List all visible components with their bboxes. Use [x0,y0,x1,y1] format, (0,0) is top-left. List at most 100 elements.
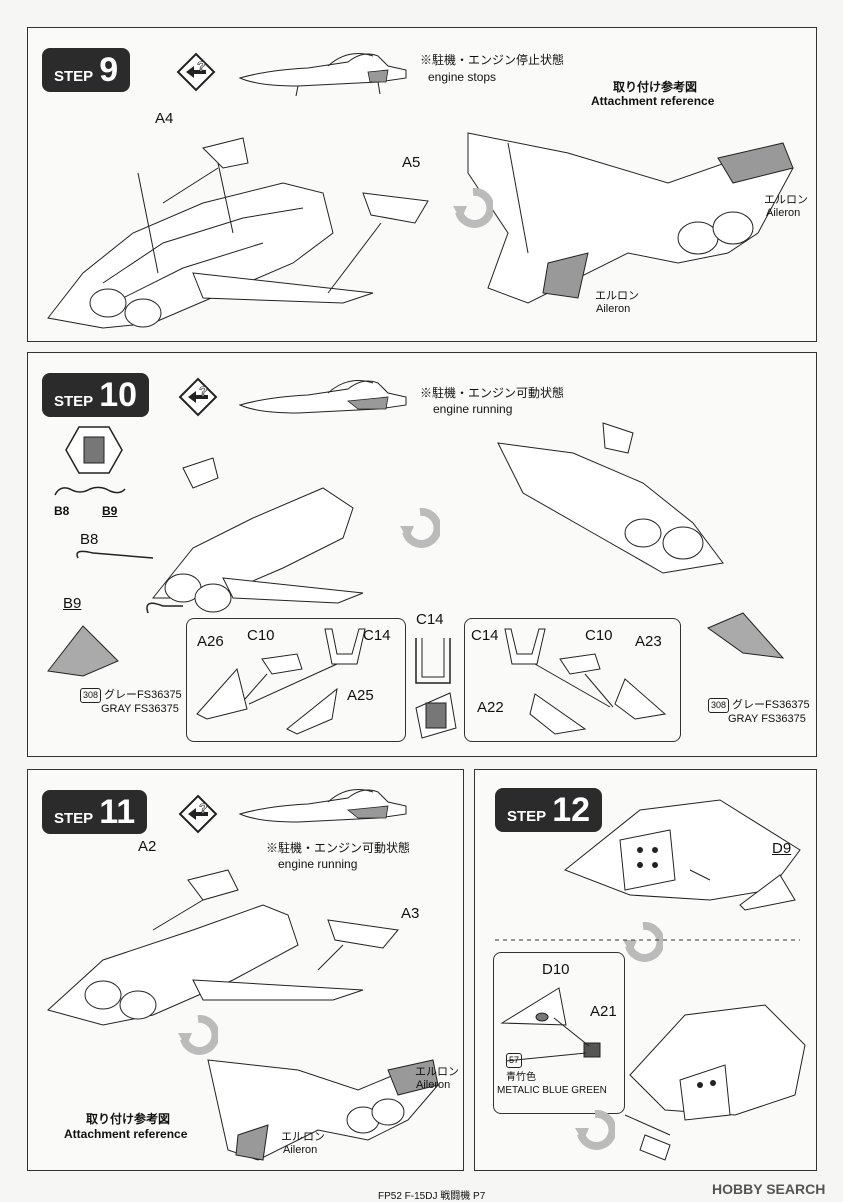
step-number: 11 [99,793,136,831]
step-11-panel: STEP 11 ? ※駐機・エンジン可動状態 engine running A2… [27,769,464,1171]
b8-b9-parts-illustration [54,486,126,496]
step-11-note-en: engine running [278,857,358,871]
step-9-badge: STEP 9 [42,48,131,92]
step-number: 12 [552,791,591,829]
part-c10-right-label: C10 [585,627,613,644]
part-c14-label: C14 [363,627,391,644]
help-hint-icon: ? [178,377,218,417]
part-c14-center-label: C14 [416,611,444,628]
nose-gear-bay-illustration [564,799,801,901]
aircraft-right-view-illustration [497,422,724,574]
step-10-badge: STEP 10 [42,373,150,417]
paint-blue-badge: 57 [506,1053,525,1068]
aileron-en-left: Aileron [283,1144,318,1156]
step-number: 9 [99,51,119,89]
part-a3-label: A3 [401,905,420,922]
svg-text:?: ? [199,383,208,399]
step-11-badge: STEP 11 [42,790,148,834]
jet-side-view-illustration [238,380,407,414]
svg-text:?: ? [197,58,206,74]
detail-inset-left: A26 C10 C14 A25 [186,618,406,742]
aircraft-rear-illustration [46,869,399,1026]
part-a23-label: A23 [635,633,662,650]
d10-part-illustration [500,987,601,1062]
rotate-view-icon [453,188,493,228]
paint-blue-jp: 青竹色 [506,1072,536,1083]
rotate-view-icon [178,1015,218,1055]
exhaust-part-right-illustration [706,612,785,659]
help-hint-icon: ? [176,52,216,92]
part-b9-label: B9 [63,595,82,612]
page-footer: FP52 F-15DJ 戦闘機 P7 [378,1191,486,1202]
jet-side-view-illustration [238,789,407,823]
aileron-jp-left: エルロン [281,1131,325,1143]
part-b9-small: B9 [102,504,118,518]
paint-code-badge: 308 [708,698,730,713]
help-hint-icon: ? [178,794,218,834]
jet-side-view-illustration [238,53,407,97]
step-label: STEP [54,393,94,410]
part-b8-label: B8 [80,531,99,548]
step-label: STEP [507,808,547,825]
part-a2-label: A2 [138,838,157,855]
step-12-badge: STEP 12 [495,788,603,832]
attach-ref-jp: 取り付け参考図 [86,1112,171,1126]
step-9-note-en: engine stops [428,70,497,84]
attachment-reference-illustration [207,1059,439,1161]
cockpit-illustration [624,1004,806,1161]
d10-detail-inset: D10 A21 57 青竹色 METALIC BLUE GREEN [493,952,625,1114]
part-d10-label: D10 [542,961,570,978]
step-10-note-jp: ※駐機・エンジン可動状態 [420,386,565,400]
part-a26-label: A26 [197,633,224,650]
rotate-view-icon [575,1110,615,1150]
aileron-en-right: Aileron [416,1079,451,1091]
dashed-divider [495,939,800,941]
step-12-panel: STEP 12 D9 D10 A21 57 青竹色 METALIC BLUE G… [474,769,817,1171]
c14-detail-illustration [415,638,457,739]
step-9-panel: STEP 9 ? ※駐機・エンジン停止状態 engine stops 取り付け参… [27,27,817,342]
aileron-en-right: Aileron [766,207,801,219]
aileron-jp-right: エルロン [764,194,808,206]
part-c14-right-label: C14 [471,627,499,644]
attach-ref-jp: 取り付け参考図 [613,80,698,94]
attachment-reference-illustration [467,132,794,304]
step-9-note-jp: ※駐機・エンジン停止状態 [420,53,565,67]
step-11-note-jp: ※駐機・エンジン可動状態 [266,841,411,855]
step-label: STEP [54,68,94,85]
aileron-jp-right: エルロン [415,1066,459,1078]
hobby-search-watermark: HOBBY SEARCH [712,1181,826,1197]
d9-part-illustration [739,874,796,911]
svg-text:?: ? [199,800,208,816]
paint-name-jp: グレーFS36375 [104,689,182,701]
paint-name-jp: グレーFS36375 [732,699,810,711]
aileron-jp-left: エルロン [595,290,639,302]
aileron-en-left: Aileron [596,303,631,315]
hexagon-part-icon [65,426,123,474]
part-d9-label: D9 [772,840,792,857]
part-a25-label: A25 [347,687,374,704]
attach-ref-en: Attachment reference [64,1127,188,1141]
part-a5-label: A5 [402,154,421,171]
aircraft-rear-illustration [76,457,364,614]
part-c10-label: C10 [247,627,275,644]
step-10-note-en: engine running [433,402,513,416]
step-number: 10 [99,376,138,414]
rotate-view-icon [400,508,440,548]
part-a21-label: A21 [590,1003,617,1020]
paint-gray-left-en: GRAY FS36375 [101,703,179,715]
attach-ref-en: Attachment reference [591,94,715,108]
step-10-panel: STEP 10 ? ※駐機・エンジン可動状態 engine running B8… [27,352,817,757]
part-b8-small: B8 [54,504,70,518]
paint-code-badge: 308 [80,688,102,703]
part-a4-label: A4 [155,110,174,127]
step-label: STEP [54,810,94,827]
rotate-view-icon [623,922,663,962]
inset-parts-illustration [196,628,366,735]
aircraft-rear-illustration [47,137,429,329]
detail-inset-right: C14 C10 A23 A22 [464,618,681,742]
paint-gray-right-en: GRAY FS36375 [728,713,806,725]
paint-blue-en: METALIC BLUE GREEN [497,1085,607,1096]
paint-code-badge: 57 [506,1053,523,1068]
